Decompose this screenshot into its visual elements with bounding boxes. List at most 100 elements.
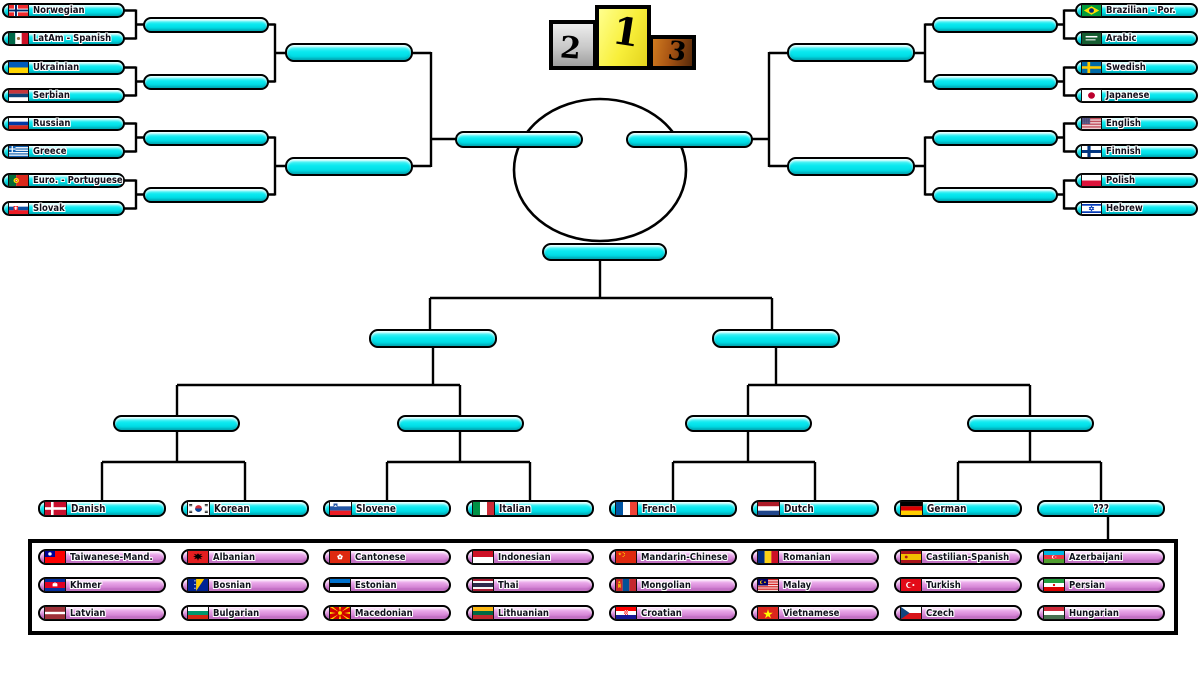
bracket-slot[interactable]: Euro. - Portuguese [2, 173, 125, 188]
pool-slot[interactable]: Malay [751, 577, 879, 593]
match-slot-empty[interactable] [143, 186, 269, 203]
bracket-slot[interactable]: Slovene [323, 500, 451, 517]
match-slot-empty[interactable] [285, 43, 413, 62]
pool-slot[interactable]: Croatian [609, 605, 737, 621]
bracket-slot[interactable]: Arabic [1075, 31, 1198, 46]
bracket-slot[interactable]: Dutch [751, 500, 879, 517]
flag-icon [900, 550, 922, 564]
pool-slot[interactable]: Bosnian [181, 577, 309, 593]
flag-icon [187, 606, 209, 620]
match-slot-empty[interactable] [685, 415, 812, 432]
podium-third-place: 3 [649, 35, 696, 70]
slot-label: English [1106, 118, 1141, 129]
match-slot-empty[interactable] [787, 157, 915, 176]
pool-slot[interactable]: Latvian [38, 605, 166, 621]
pool-slot[interactable]: Lithuanian [466, 605, 594, 621]
podium-number-2: 2 [558, 30, 583, 67]
flag-icon [1081, 89, 1102, 102]
bracket-slot[interactable]: Italian [466, 500, 594, 517]
flag-icon [1081, 145, 1102, 158]
match-slot-empty[interactable] [143, 129, 269, 146]
flag-icon [1081, 4, 1102, 17]
match-slot-empty[interactable] [787, 43, 915, 62]
pool-slot[interactable]: Vietnamese [751, 605, 879, 621]
flag-icon [8, 202, 29, 215]
pool-slot[interactable]: Estonian [323, 577, 451, 593]
slot-label: German [927, 502, 967, 515]
match-slot-empty[interactable] [369, 329, 497, 348]
slot-label: Danish [71, 502, 106, 515]
bracket-slot[interactable]: Danish [38, 500, 166, 517]
match-slot-empty[interactable] [967, 415, 1094, 432]
flag-icon [44, 606, 66, 620]
pool-slot[interactable]: Mongolian [609, 577, 737, 593]
flag-icon [472, 606, 494, 620]
slot-label: Latvian [70, 607, 106, 619]
pool-slot[interactable]: Indonesian [466, 549, 594, 565]
slot-label: Serbian [33, 90, 70, 101]
bracket-slot[interactable]: Polish [1075, 173, 1198, 188]
finalist-slot-left[interactable] [455, 131, 583, 148]
bracket-slot[interactable]: Ukrainian [2, 60, 125, 75]
pool-slot[interactable]: Bulgarian [181, 605, 309, 621]
match-slot-empty[interactable] [143, 73, 269, 90]
slot-label: Norwegian [33, 5, 85, 16]
match-slot-empty[interactable] [143, 16, 269, 33]
pool-slot[interactable]: Taiwanese-Mand. [38, 549, 166, 565]
pool-slot[interactable]: Hungarian [1037, 605, 1165, 621]
flag-icon [472, 550, 494, 564]
pool-slot[interactable]: Persian [1037, 577, 1165, 593]
bracket-slot[interactable]: Swedish [1075, 60, 1198, 75]
bracket-slot[interactable]: Greece [2, 144, 125, 159]
slot-label: Romanian [783, 551, 831, 563]
bracket-slot[interactable]: Russian [2, 116, 125, 131]
flag-icon [44, 501, 67, 516]
bracket-slot[interactable]: Norwegian [2, 3, 125, 18]
match-slot-empty[interactable] [932, 16, 1058, 33]
match-slot-empty[interactable] [285, 157, 413, 176]
flag-icon [472, 578, 494, 592]
pool-slot[interactable]: Castilian-Spanish [894, 549, 1022, 565]
pool-slot[interactable]: Mandarin-Chinese [609, 549, 737, 565]
podium-second-place: 2 [549, 20, 597, 70]
bracket-slot[interactable]: Serbian [2, 88, 125, 103]
pool-slot[interactable]: Turkish [894, 577, 1022, 593]
match-slot-empty[interactable] [397, 415, 524, 432]
match-slot-empty[interactable] [932, 186, 1058, 203]
bracket-slot[interactable]: French [609, 500, 737, 517]
match-slot-empty[interactable] [712, 329, 840, 348]
flag-icon [757, 501, 780, 516]
slot-label: Finnish [1106, 146, 1141, 157]
slot-label: Azerbaijani [1069, 551, 1123, 563]
bracket-slot[interactable]: Slovak [2, 201, 125, 216]
match-slot-empty[interactable] [932, 129, 1058, 146]
pool-slot[interactable]: Azerbaijani [1037, 549, 1165, 565]
flag-icon [8, 4, 29, 17]
pool-slot[interactable]: Czech [894, 605, 1022, 621]
bracket-slot[interactable]: Brazilian - Por. [1075, 3, 1198, 18]
bracket-slot[interactable]: Japanese [1075, 88, 1198, 103]
lower-winner-slot[interactable] [542, 243, 667, 261]
pool-slot[interactable]: Khmer [38, 577, 166, 593]
bracket-slot[interactable]: LatAm - Spanish [2, 31, 125, 46]
pool-slot[interactable]: Macedonian [323, 605, 451, 621]
bracket-slot[interactable]: English [1075, 116, 1198, 131]
bracket-slot[interactable]: Hebrew [1075, 201, 1198, 216]
slot-label: Taiwanese-Mand. [70, 551, 153, 563]
match-slot-empty[interactable] [113, 415, 240, 432]
pool-slot[interactable]: Albanian [181, 549, 309, 565]
bracket-slot[interactable]: German [894, 500, 1022, 517]
pool-slot[interactable]: Romanian [751, 549, 879, 565]
pool-slot[interactable]: Thai [466, 577, 594, 593]
slot-label: Bulgarian [213, 607, 260, 619]
bracket-slot[interactable]: Korean [181, 500, 309, 517]
slot-label: Khmer [70, 579, 102, 591]
pool-slot[interactable]: Cantonese [323, 549, 451, 565]
bracket-slot[interactable]: Finnish [1075, 144, 1198, 159]
flag-icon [1081, 61, 1102, 74]
flag-icon [8, 89, 29, 102]
match-slot-empty[interactable] [932, 73, 1058, 90]
finalist-slot-right[interactable] [626, 131, 753, 148]
bracket-slot[interactable]: ??? [1037, 500, 1165, 517]
